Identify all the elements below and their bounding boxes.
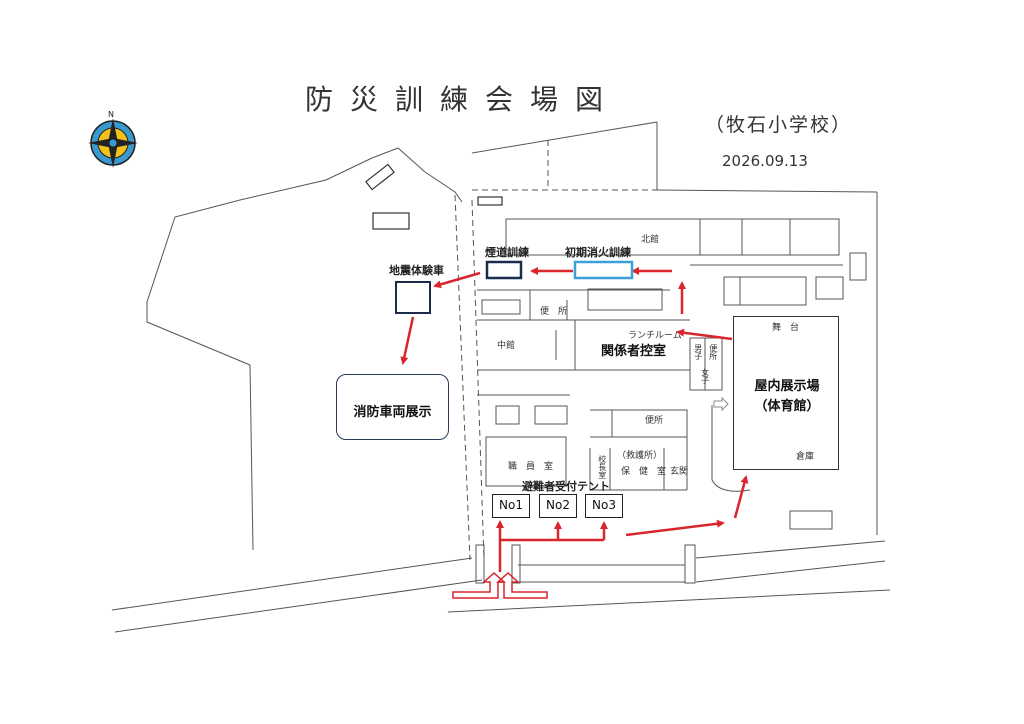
grounds-outline: [146, 121, 878, 561]
tent-no3: No3: [585, 494, 623, 518]
compass-rose-icon: N: [88, 110, 138, 168]
smoke-drill-box: [485, 260, 523, 280]
mens-room-label: 男子: [693, 344, 703, 360]
initial-fire-drill-box: [573, 260, 634, 280]
toilet-north-label: 便 所: [540, 307, 568, 317]
health-room-label: 保 健 室: [621, 467, 667, 477]
school-name: （牧石小学校）: [705, 114, 853, 136]
lunchroom-label: ランチルーム: [628, 331, 682, 341]
indoor-exhibition-hall: 舞 台 屋内展示場 （体育館） 倉庫: [733, 316, 839, 470]
stage-label: 舞 台: [772, 323, 800, 333]
tent-no2: No2: [539, 494, 577, 518]
first-aid-label: （救護所）: [617, 451, 663, 461]
initial-fire-drill-label: 初期消火訓練: [565, 246, 631, 259]
toilet-south-label: 便所: [645, 416, 664, 426]
event-date: 2026.09.13: [722, 152, 808, 170]
principal-room-label: 校長室: [597, 455, 607, 479]
earthquake-vehicle-box: [395, 281, 431, 314]
map-title: 防災訓練会場図: [305, 83, 621, 116]
south-wing: [477, 394, 833, 530]
smoke-drill-label: 煙道訓練: [485, 246, 529, 259]
gym-entrance-icon: [713, 396, 729, 412]
svg-text:N: N: [108, 110, 114, 119]
entrance-label: 玄関: [670, 467, 689, 477]
north-wing: [477, 218, 867, 320]
womens-room-label: 女子: [700, 368, 710, 384]
middle-wing: [477, 319, 723, 391]
roads: [111, 540, 891, 633]
indoor-exhibition-label: 屋内展示場: [754, 379, 820, 394]
toilet-vertical-label: 便所: [708, 344, 718, 360]
grounds-structures: [365, 163, 503, 230]
fire-truck-display-area: 消防車両展示: [336, 374, 449, 440]
staff-room-main-label: 関係者控室: [601, 344, 667, 359]
evacuation-routes: [400, 267, 749, 572]
earthquake-vehicle-label: 地震体験車: [389, 264, 444, 277]
tent-no1: No1: [492, 494, 530, 518]
gymnasium-label: （体育館）: [754, 399, 820, 414]
staff-office-label: 職 員 室: [508, 462, 554, 472]
reception-tents-label: 避難者受付テント: [522, 480, 610, 493]
storage-label: 倉庫: [796, 452, 815, 462]
middle-wing-label: 中館: [497, 341, 516, 351]
north-wing-label: 北館: [641, 235, 660, 245]
entry-arrow: [452, 571, 548, 599]
fire-truck-display-label: 消防車両展示: [353, 405, 432, 420]
